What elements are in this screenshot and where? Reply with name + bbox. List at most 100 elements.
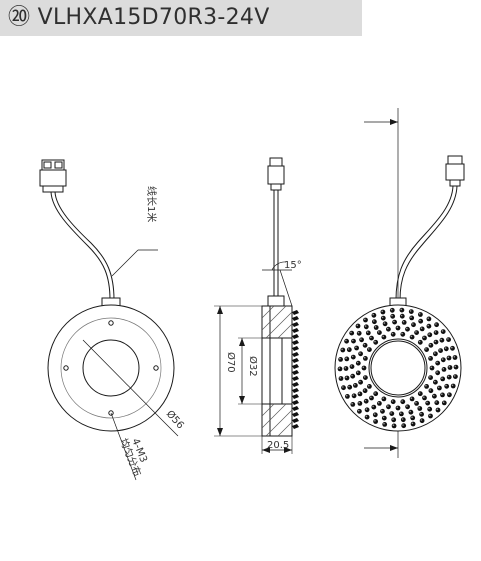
led [446,355,452,361]
led [347,384,353,390]
led-highlight [351,374,353,377]
led-highlight [364,399,367,402]
led [426,316,432,322]
led [391,423,397,429]
led-highlight [339,377,342,379]
side-housing [261,305,293,437]
front-bolt-circle [60,317,162,419]
led [450,345,455,351]
led-highlight [418,313,421,315]
led-highlight [382,397,385,400]
led-highlight [447,356,450,359]
led-highlight [356,371,359,374]
side-led [292,376,299,381]
led-highlight [381,310,384,313]
led [418,312,423,317]
led-highlight [429,343,432,346]
led-highlight [406,405,408,407]
led [435,360,441,366]
led [408,309,414,314]
led-highlight [423,396,425,399]
led [337,366,343,372]
led-highlight [381,409,383,412]
side-led [292,364,299,369]
led-highlight [429,356,431,359]
side-led [292,412,299,417]
led [373,325,379,330]
led [410,421,416,427]
led-highlight [436,361,438,364]
led [372,319,377,325]
led-highlight [372,320,375,322]
led [419,326,425,332]
led-highlight [374,392,376,394]
led [440,376,446,382]
index-badge: ⑳ [8,5,31,30]
led-highlight [396,406,399,409]
led-highlight [415,401,417,404]
led [435,407,441,413]
led [440,392,445,398]
led-highlight [377,401,380,404]
led [382,321,388,327]
led-highlight [350,331,352,334]
led [428,375,433,380]
led-view-cable [395,185,454,301]
led-highlight [390,412,392,414]
led-highlight [382,416,385,419]
led-highlight [411,416,413,419]
led [434,400,440,406]
led-highlight [410,397,413,400]
side-led [292,322,299,327]
led [428,388,434,394]
led [425,400,431,406]
led [381,415,387,421]
led [355,360,361,366]
side-led [292,400,299,405]
led [418,318,424,324]
led-highlight [383,322,386,324]
led [441,367,447,372]
led [377,401,382,406]
side-led [292,346,299,351]
led-highlight [418,340,421,343]
led [349,364,355,369]
led [344,338,349,344]
led [390,399,396,405]
led-highlight [390,308,393,311]
led-highlight [430,366,433,369]
led [433,330,439,335]
product-title: ⑳ VLHXA15D70R3-24V [8,3,270,33]
led [409,334,415,340]
led [380,309,386,315]
led-highlight [429,389,432,391]
led-highlight [363,389,366,391]
led-highlight [374,420,376,422]
front-view [39,159,179,481]
led [422,335,427,341]
led-highlight [344,367,347,369]
led [405,404,410,410]
led [400,331,406,337]
side-led [292,328,299,333]
led-highlight [447,393,450,395]
led [364,407,370,413]
led [424,347,429,352]
led [362,342,368,348]
side-led [292,406,299,411]
led-highlight [411,422,414,425]
led [417,391,423,397]
led [386,326,391,332]
led [350,354,356,360]
led [447,392,452,398]
led-highlight [374,326,377,328]
led-highlight [391,332,394,335]
side-led [292,370,299,375]
led [369,335,374,341]
led [371,312,377,318]
led [453,374,458,379]
led-highlight [441,393,443,396]
height-label: 20.5 [267,440,289,451]
led-highlight [406,327,408,330]
